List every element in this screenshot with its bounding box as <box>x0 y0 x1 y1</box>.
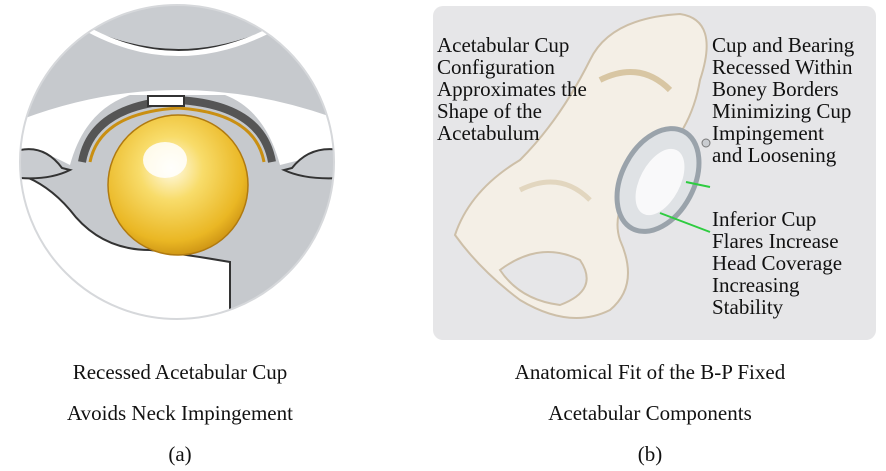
panel-b-label: (b) <box>430 444 870 465</box>
annotation-line: Inferior Cup <box>712 208 842 230</box>
annotation-line: Minimizing Cup <box>712 100 854 122</box>
annotation-line: Head Coverage <box>712 252 842 274</box>
annotation-line: Acetabulum <box>437 122 587 144</box>
annotation-line: Approximates the <box>437 78 587 100</box>
annotation-cup-configuration: Acetabular Cup Configuration Approximate… <box>437 34 587 144</box>
cup-top-notch <box>148 96 184 106</box>
panel-a-caption-line-2: Avoids Neck Impingement <box>10 403 350 424</box>
femoral-head-ball <box>108 115 248 255</box>
panel-a-caption-line-1: Recessed Acetabular Cup <box>10 362 350 383</box>
annotation-line: Configuration <box>437 56 587 78</box>
ball-highlight <box>143 142 187 178</box>
annotation-line: Stability <box>712 296 842 318</box>
annotation-cup-recessed: Cup and Bearing Recessed Within Boney Bo… <box>712 34 854 166</box>
annotation-line: Boney Borders <box>712 78 854 100</box>
cup-screw <box>702 139 710 147</box>
panel-a-label: (a) <box>10 444 350 465</box>
annotation-line: Acetabular Cup <box>437 34 587 56</box>
panel-b-caption-line-2: Acetabular Components <box>430 403 870 424</box>
annotation-line: Recessed Within <box>712 56 854 78</box>
annotation-line: Shape of the <box>437 100 587 122</box>
panel-b-caption-line-1: Anatomical Fit of the B-P Fixed <box>430 362 870 383</box>
annotation-line: Impingement <box>712 122 854 144</box>
annotation-line: and Loosening <box>712 144 854 166</box>
annotation-line: Increasing <box>712 274 842 296</box>
annotation-line: Flares Increase <box>712 230 842 252</box>
annotation-line: Cup and Bearing <box>712 34 854 56</box>
annotation-inferior-cup-flares: Inferior Cup Flares Increase Head Covera… <box>712 208 842 318</box>
